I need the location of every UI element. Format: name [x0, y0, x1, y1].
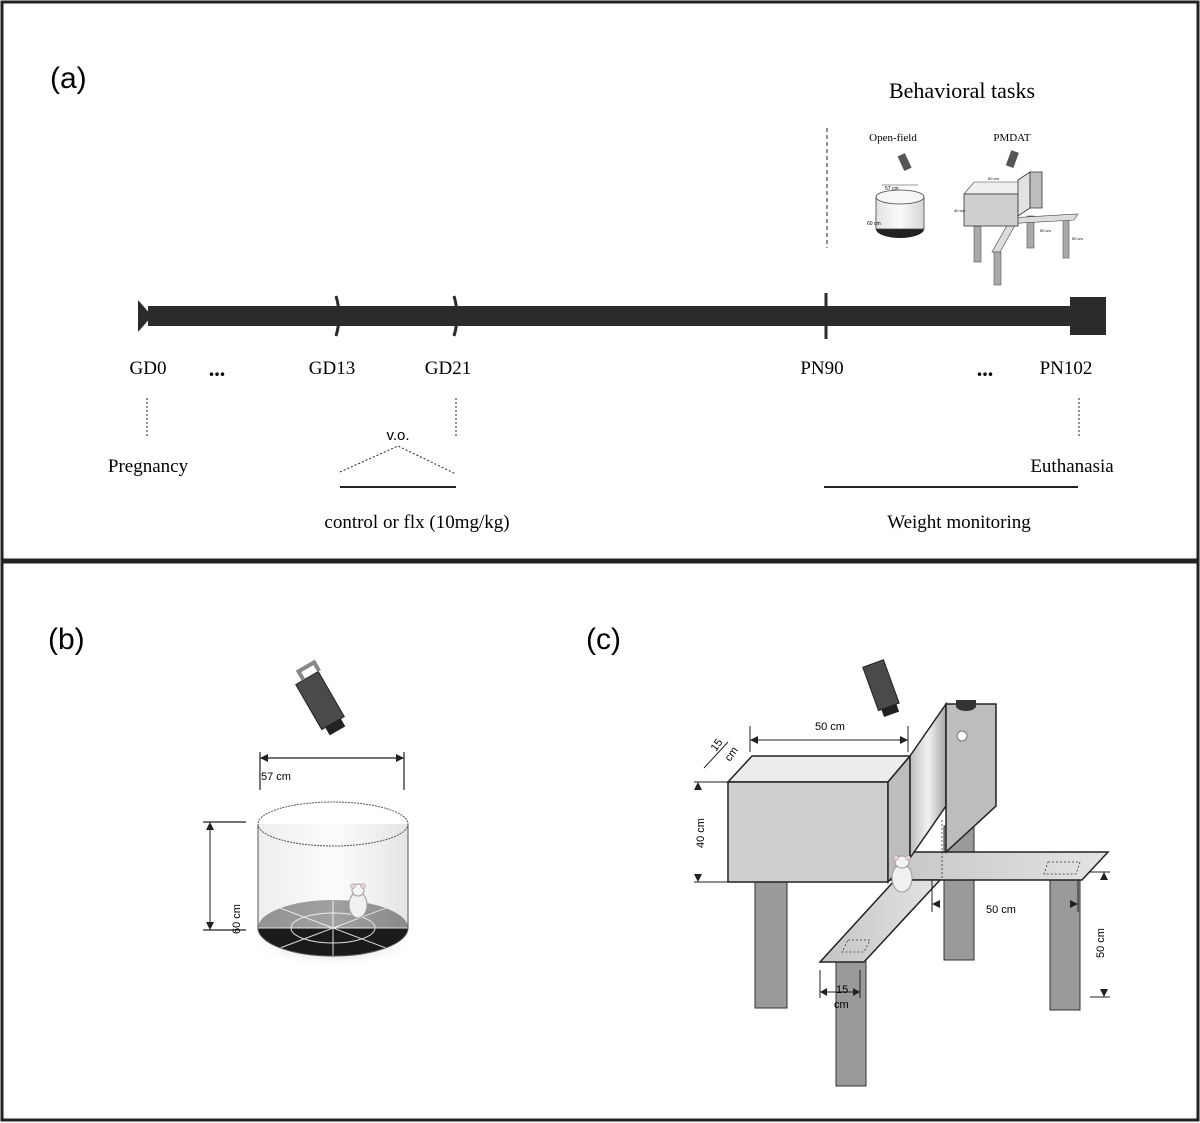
- thumb-openfield-width: 57 cm: [885, 186, 899, 192]
- b-height-arrow-top: [206, 822, 214, 830]
- thumb-pmdat-camera-icon: [1005, 150, 1019, 168]
- thumb-camera-icon: [897, 153, 912, 172]
- openfield-thumbnail: 57 cm 60 cm: [867, 153, 925, 238]
- treatment-label: control or flx (10mg/kg): [324, 512, 509, 533]
- tick-gd21: [452, 295, 459, 337]
- thumb-pmdat-top-width: 50 cm: [988, 176, 1000, 181]
- pmdat-rat-icon: [891, 855, 913, 893]
- panel-b-label: (b): [48, 623, 85, 656]
- c-arm-arrow-left: [932, 900, 940, 908]
- c-arm-width-arrow-right: [853, 988, 860, 996]
- pmdat-speaker-icon: [956, 700, 976, 711]
- pmdat-box-front: [727, 781, 889, 883]
- timeline: [138, 293, 1106, 339]
- pmdat-diagonal-arm: [818, 879, 942, 963]
- openfield-thumb-label: Open-field: [869, 132, 917, 144]
- tick-gd13: [334, 295, 341, 337]
- thumb-pmdat-arm: 50 cm: [1040, 228, 1052, 233]
- c-leg-height-label: 50 cm: [1095, 928, 1107, 958]
- c-arm-width-label-line2: cm: [834, 999, 849, 1011]
- leg-top-dashed-front: [841, 939, 871, 953]
- pmdat-light-icon: [956, 730, 968, 742]
- c-leg-arrow-bottom: [1100, 989, 1108, 997]
- openfield-arena: [247, 801, 419, 967]
- c-height-arrow-bottom: [694, 874, 702, 882]
- c-arm-label: 50 cm: [986, 904, 1016, 916]
- vo-label: v.o.: [386, 427, 409, 444]
- arena-wall: [258, 824, 408, 928]
- c-top-width-label: 50 cm: [815, 721, 845, 733]
- rat-icon: [348, 883, 368, 919]
- vo-bracket: [339, 445, 457, 475]
- c-arm-width-label-line1: 15: [836, 984, 848, 996]
- timepoint-gd0: GD0: [130, 358, 167, 379]
- pmdat-camera-icon: [862, 659, 900, 718]
- pmdat-apparatus: [726, 700, 1110, 1087]
- c-top-width-arrow-left: [750, 736, 758, 744]
- pmdat-thumb-label: PMDAT: [993, 132, 1031, 144]
- pmdat-horizontal-arm: [876, 851, 1110, 881]
- timepoint-pn102: PN102: [1040, 358, 1093, 379]
- panel-bc-border: [0, 560, 1200, 1122]
- openfield-camera-icon: [295, 659, 346, 736]
- pmdat-leg-back-left: [754, 877, 788, 1009]
- timepoint-gd13: GD13: [309, 358, 355, 379]
- timepoint-gd21: GD21: [425, 358, 471, 379]
- thumb-openfield-height: 60 cm: [867, 221, 881, 227]
- pregnancy-label: Pregnancy: [108, 456, 189, 477]
- c-arm-arrow-right: [1070, 900, 1078, 908]
- leg-top-dashed-right: [1043, 861, 1081, 875]
- c-depth-label-line1: 15: [709, 737, 726, 754]
- thumb-pmdat-leg: 50 cm: [1072, 236, 1084, 241]
- ellipsis-2: ...: [977, 356, 994, 381]
- ellipsis-1: ...: [209, 356, 226, 381]
- arena-rim: [257, 801, 409, 847]
- pmdat-leg-front: [835, 959, 867, 1087]
- b-height-label: 60 cm: [231, 904, 243, 934]
- panel-a-border: [0, 0, 1200, 562]
- pmdat-tall-wall-outer: [945, 703, 997, 854]
- b-width-arrow-left: [260, 754, 268, 762]
- timeline-end-block: [1070, 297, 1106, 335]
- c-height-arrow-top: [694, 782, 702, 790]
- behavioral-tasks-title: Behavioral tasks: [889, 78, 1035, 103]
- c-leg-arrow-top: [1100, 872, 1108, 880]
- b-height-arrow-bottom: [206, 922, 214, 930]
- timepoint-pn90: PN90: [800, 358, 843, 379]
- euthanasia-label: Euthanasia: [1030, 456, 1114, 477]
- thumb-pmdat-height: 40 cm: [954, 208, 966, 213]
- c-depth-line: [703, 741, 729, 769]
- pmdat-box-top: [726, 755, 912, 783]
- pmdat-tall-wall-inner: [909, 701, 947, 861]
- timeline-bar: [148, 306, 1070, 326]
- b-width-arrow-right: [396, 754, 404, 762]
- pmdat-leg-right: [1049, 871, 1081, 1011]
- c-height-label: 40 cm: [695, 818, 707, 848]
- weight-monitoring-label: Weight monitoring: [887, 512, 1031, 533]
- c-depth-label-line2: cm: [723, 745, 741, 764]
- timeline-start-marker: [138, 300, 152, 332]
- pmdat-thumbnail: 50 cm 40 cm 50 cm 50 cm: [954, 150, 1084, 286]
- panel-c-label: (c): [586, 623, 621, 656]
- c-top-width-arrow-right: [900, 736, 908, 744]
- panel-a-label: (a): [50, 62, 87, 95]
- arena-base-edge: [257, 927, 409, 957]
- b-width-label: 57 cm: [261, 771, 291, 783]
- c-arm-width-arrow-left: [820, 988, 827, 996]
